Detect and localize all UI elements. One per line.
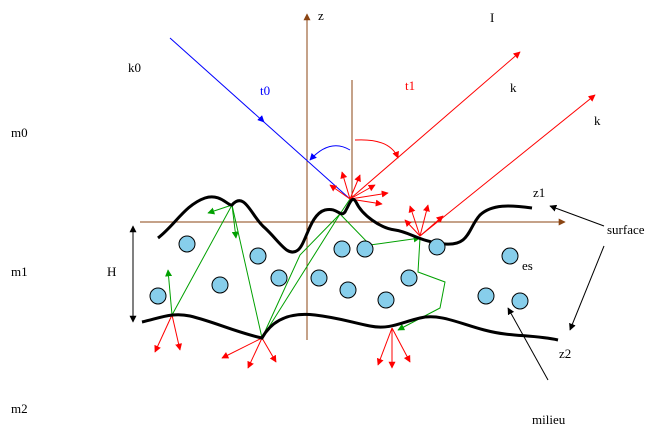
scatterer-particle [356,240,374,258]
scatterer-particle [149,287,167,305]
reflected-beam-lower [419,94,596,237]
scatterer-particle [211,276,229,294]
scatterer-particle [270,269,288,287]
transmitted-arrows [154,314,411,369]
label-H: H [107,264,116,279]
scatterer-particle [249,247,267,265]
scatterer-particle [377,291,395,309]
angle-t1-arc [354,139,399,159]
label-m0: m0 [11,125,28,140]
label-z: z [318,8,324,23]
label-m2: m2 [11,401,28,416]
scatterer-particle [339,281,357,299]
axes [140,13,566,340]
label-surface: surface [607,222,645,237]
label-k-upper: k [510,80,517,95]
incident-beam [169,37,351,200]
surface-pointers [507,204,605,381]
label-t0: t0 [260,83,270,98]
upper-interface [157,195,533,254]
label-I: I [490,10,494,25]
scatterer-particle [428,238,446,256]
label-milieu: milieu [532,412,566,427]
scatterer-particle [400,269,418,287]
label-t1: t1 [405,78,415,93]
scatterer-particle [310,269,328,287]
label-z2: z2 [559,346,571,361]
surface-scatter-arrows [329,171,444,237]
scatterer-particle [477,287,495,305]
incident-direction-arrow [257,115,265,123]
scatterer-particle [511,292,529,310]
angle-t0-arc [309,145,351,161]
scatterer-particle [501,247,519,265]
reflected-beam-upper [349,51,521,200]
label-z1: z1 [533,185,545,200]
lower-interface [141,312,559,342]
label-m1: m1 [11,264,28,279]
label-k-lower: k [594,113,601,128]
label-k0: k0 [128,60,141,75]
labels: z I k0 t0 t1 k k m0 z1 surface m1 H es z… [11,8,645,427]
scatterer-particle [333,240,351,258]
label-es: es [522,258,533,273]
scatterer-particle [178,235,196,253]
scatterers [149,235,529,310]
